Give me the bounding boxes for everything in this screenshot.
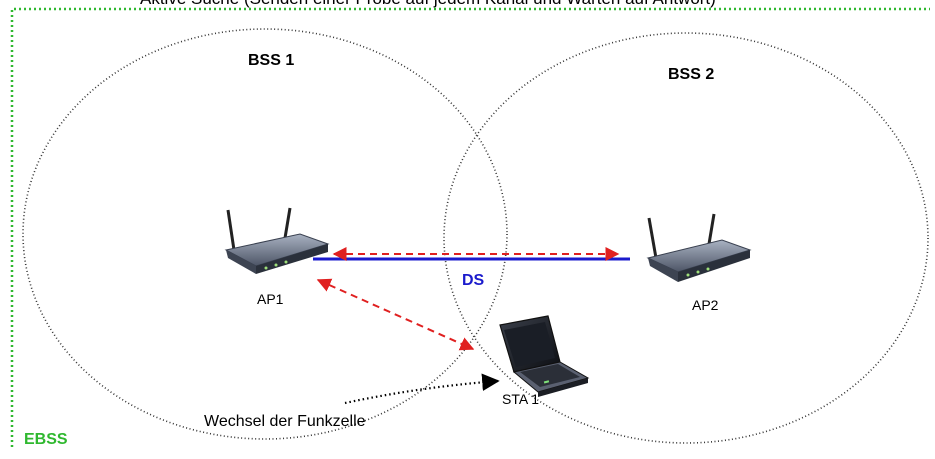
- ap1-label: AP1: [257, 291, 284, 307]
- ap2-router-icon: [646, 213, 752, 282]
- bss1-label: BSS 1: [248, 52, 295, 69]
- ebss-border: [10, 7, 930, 447]
- diagram-caption: Aktive Suche (Senden einer Probe auf jed…: [140, 0, 900, 9]
- ap1-to-sta-arrow: [316, 278, 475, 351]
- ap1-router-icon: [224, 207, 330, 274]
- ds-label: DS: [462, 272, 485, 289]
- ebss-label: EBSS: [24, 431, 68, 448]
- cell-change-arrow: [344, 373, 500, 405]
- cell-change-label: Wechsel der Funkzelle: [204, 413, 366, 430]
- bss1-cell: [22, 28, 508, 440]
- bss2-label: BSS 2: [668, 66, 715, 83]
- bss2-cell: [443, 32, 929, 444]
- sta-laptop-icon: [499, 315, 590, 397]
- ap2-label: AP2: [692, 297, 719, 313]
- sta-label: STA 1: [502, 391, 540, 407]
